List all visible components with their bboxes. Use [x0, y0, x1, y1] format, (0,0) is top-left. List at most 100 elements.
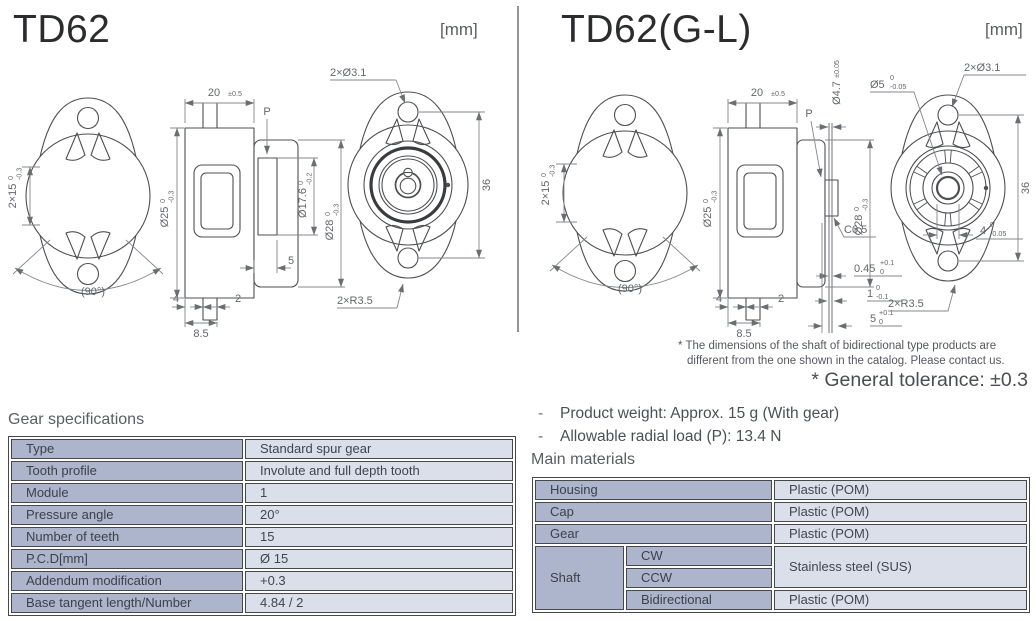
radial-load-line: -Allowable radial load (P): 13.4 N: [538, 425, 839, 448]
spec-label: Number of teeth: [11, 527, 243, 547]
spec-label: Pressure angle: [11, 505, 243, 525]
svg-text:0: 0: [852, 207, 861, 211]
dim-hub-w-label: 4: [980, 225, 986, 237]
material-subpart: Bidirectional: [626, 590, 773, 610]
svg-text:0: 0: [158, 199, 167, 203]
svg-text:-0.3: -0.3: [15, 168, 24, 180]
page-title-td62gl: TD62(G-L): [561, 8, 752, 51]
svg-text:0: 0: [6, 176, 15, 180]
dim-gear-total-label-gl: 8.5: [736, 328, 751, 340]
rear-view: 36 2×Ø3.1 2×R3.5: [330, 67, 493, 309]
shaft-note-line1: * The dimensions of the shaft of bidirec…: [678, 340, 997, 352]
svg-text:36: 36: [481, 179, 493, 191]
svg-text:0: 0: [539, 173, 548, 177]
spec-value: +0.3: [245, 571, 513, 591]
svg-text:Ø25: Ø25: [702, 207, 714, 228]
front-view-gl: 2×15 0 -0.3 (90°): [539, 94, 701, 295]
dim-slot-d-label: 5: [870, 313, 876, 325]
spec-label: Module: [11, 483, 243, 503]
svg-text:36: 36: [1020, 182, 1032, 194]
dim-boss-len-label: 5: [288, 255, 294, 267]
unit-label-left: [mm]: [440, 20, 478, 39]
material-value: Stainless steel (SUS): [774, 546, 1027, 588]
material-value: Plastic (POM): [774, 590, 1027, 610]
dim-slot-d-b: 0: [879, 317, 883, 326]
svg-text:0: 0: [323, 212, 332, 216]
front-view: 2×15 0 -0.3 (90°): [6, 97, 164, 298]
spec-value: Standard spur gear: [245, 439, 513, 459]
dim-width-label-gl: 20: [751, 87, 763, 99]
general-tolerance-note: * General tolerance: ±0.3: [811, 369, 1028, 391]
svg-text:0: 0: [296, 181, 305, 185]
dim-slot-b-label: 1: [867, 288, 873, 300]
dim-housing-dia-label-gl: Ø28 0 -0.3: [852, 199, 870, 236]
table-row: P.C.D[mm]Ø 15: [11, 549, 513, 569]
spec-value: Involute and full depth tooth: [245, 461, 513, 481]
svg-text:-0.3: -0.3: [861, 199, 870, 211]
material-part: Gear: [535, 524, 773, 544]
dim-housing-dia-label: Ø28 0 -0.3: [323, 204, 341, 241]
shaft-note-line2: different from the one shown in the cata…: [687, 355, 1005, 367]
table-row: CCW: [535, 568, 1027, 588]
dim-gear-b-label: 2: [235, 293, 241, 305]
dim-slot-b-t: 0: [876, 283, 880, 292]
dim-slot-w-t: +0.1: [880, 258, 894, 267]
dim-body-dia-label-gl: Ø25 0 -0.3: [701, 191, 719, 228]
dim-hole-dia-b: -0.05: [890, 82, 906, 91]
dim-width-tol-gl: ±0.5: [771, 89, 785, 98]
material-subpart: CCW: [626, 568, 773, 588]
product-weight-text: Product weight: Approx. 15 g (With gear): [560, 405, 840, 422]
material-part-shaft: Shaft: [535, 546, 624, 610]
dim-p-label: P: [263, 106, 270, 118]
svg-text:Ø28: Ø28: [853, 215, 865, 236]
radial-load-text: Allowable radial load (P): 13.4 N: [560, 428, 782, 445]
dim-mount-height-label-gl: 36: [1020, 182, 1032, 194]
svg-text:Ø4.7: Ø4.7: [831, 81, 843, 105]
material-part: Cap: [535, 502, 773, 522]
shaft-note: * The dimensions of the shaft of bidirec…: [678, 339, 1036, 369]
dim-ears-label: 2×R3.5: [337, 295, 373, 307]
dim-slot-d-t: +0.1: [879, 308, 893, 317]
dim-mount-height-label: 36: [481, 179, 493, 191]
bullet-dash: -: [538, 428, 544, 445]
dim-gear-a-label: 4: [173, 293, 179, 305]
dim-width-label: 20: [208, 87, 220, 99]
main-materials-heading: Main materials: [531, 451, 636, 468]
dim-slot-w-label: 0.45: [854, 263, 875, 275]
material-value: Plastic (POM): [774, 502, 1027, 522]
material-value: Plastic (POM): [774, 524, 1027, 544]
svg-text:-0.3: -0.3: [710, 191, 719, 203]
dim-chamfer-label: C0.5: [844, 224, 867, 236]
svg-text:Ø25: Ø25: [159, 207, 171, 228]
svg-text:0: 0: [701, 199, 710, 203]
dim-flats-label-gl: 2×15 0 -0.3: [539, 165, 557, 206]
td62-drawing: 2×15 0 -0.3 (90°) 20 ±0.5 P Ø25 0 -0.3: [6, 67, 493, 340]
panel-divider: [517, 6, 519, 332]
dim-gear-total-label: 8.5: [193, 328, 208, 340]
svg-text:Ø28: Ø28: [324, 220, 336, 241]
dim-boss-dia-label: Ø17.6 0 -0.2: [296, 173, 314, 218]
material-value: Plastic (POM): [774, 480, 1027, 500]
bullet-dash: -: [538, 405, 544, 422]
dim-angle-label: (90°): [81, 286, 105, 298]
dim-body-dia-label: Ø25 0 -0.3: [158, 191, 176, 228]
dim-holes-label: 2×Ø3.1: [330, 67, 366, 79]
side-view-gl: 20 ±0.5 P Ø4.7 ±0.05 Ø25 0 -0.3 Ø28 0 -0…: [701, 60, 902, 340]
svg-text:-0.3: -0.3: [167, 191, 176, 203]
dim-holes-label-gl: 2×Ø3.1: [964, 62, 1000, 74]
svg-text:2×15: 2×15: [540, 181, 552, 206]
spec-label: Tooth profile: [11, 461, 243, 481]
